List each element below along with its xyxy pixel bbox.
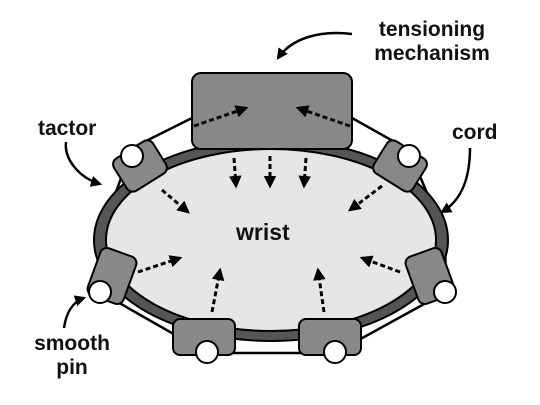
label-tensioning-line1: tensioning <box>378 18 486 41</box>
arrow-down-1 <box>228 157 242 189</box>
label-tensioning-line2: mechanism <box>374 42 490 65</box>
callout-arrows <box>62 31 472 329</box>
smooth-pin <box>323 340 347 364</box>
arrow-mech-left <box>193 105 249 128</box>
arrow-down-3 <box>298 157 312 189</box>
label-tensioning-mechanism: tensioning mechanism <box>362 18 502 66</box>
label-wrist: wrist <box>236 219 290 245</box>
arrow-bottom-left <box>210 267 225 313</box>
label-cord: cord <box>452 121 498 144</box>
force-arrows <box>137 105 401 313</box>
arrow-left <box>137 255 183 274</box>
callout-smooth-pin <box>62 295 87 329</box>
label-smooth-pin: smooth pin <box>22 332 122 380</box>
smooth-pin <box>433 280 457 304</box>
smooth-pin <box>195 340 219 364</box>
tensioning-mechanism <box>191 72 353 150</box>
callout-tensioning <box>276 31 353 60</box>
arrow-mech-right <box>295 105 351 128</box>
smooth-pin <box>397 144 421 168</box>
arrow-upper-right <box>347 184 383 212</box>
arrow-bottom-right <box>313 267 326 313</box>
arrow-upper-left <box>161 188 190 214</box>
callout-tactor <box>64 141 103 187</box>
arrow-right <box>359 255 401 274</box>
smooth-pin <box>88 280 112 304</box>
label-smooth-line1: smooth <box>34 332 110 355</box>
smooth-pin <box>120 144 144 168</box>
label-smooth-line2: pin <box>56 356 88 379</box>
callout-cord <box>440 147 472 214</box>
label-tactor: tactor <box>38 117 97 140</box>
